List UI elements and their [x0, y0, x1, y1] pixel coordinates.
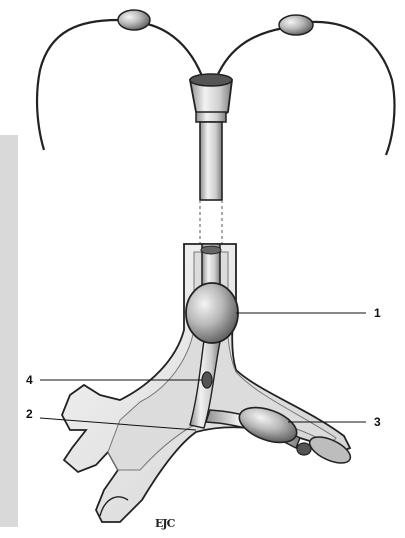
callout-4: 4 [26, 374, 33, 386]
callout-1: 1 [374, 307, 381, 319]
callout-3: 3 [374, 416, 381, 428]
carinal-hook [202, 372, 212, 388]
artist-signature: EJC [155, 517, 174, 530]
tube-shaft-break [200, 200, 222, 244]
pilot-balloon-right [279, 15, 313, 35]
tracheal-cuff [186, 283, 238, 343]
pilot-line-left [37, 20, 205, 150]
pilot-line-right [214, 22, 394, 155]
tube-shaft-upper [200, 122, 222, 200]
tube-connector [190, 74, 232, 122]
callout-2: 2 [26, 408, 33, 420]
pilot-balloon-left [118, 10, 150, 30]
